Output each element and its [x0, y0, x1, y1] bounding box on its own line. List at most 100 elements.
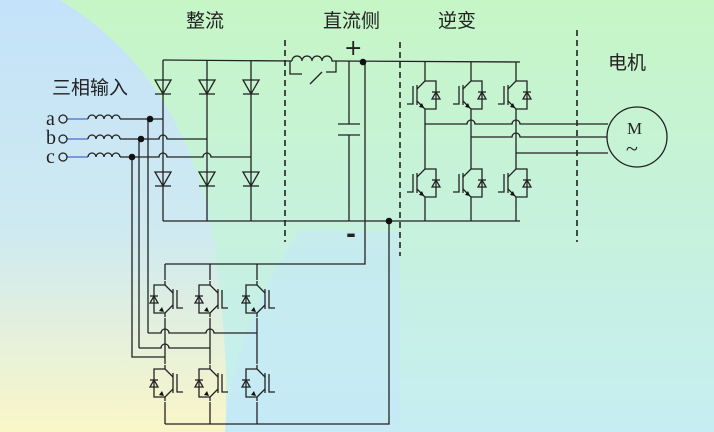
diode-triangle: [521, 90, 533, 100]
phase-line: [120, 134, 207, 140]
igbt-gate: [221, 290, 228, 309]
igbt-arrow: [204, 391, 209, 396]
igbt-icon: [407, 165, 442, 201]
label-minus: -: [346, 220, 356, 248]
motor-phase-v: [471, 132, 607, 138]
diode-triangle: [153, 171, 173, 188]
motor-ac-symbol: ~: [626, 136, 638, 161]
igbt-icon: [240, 281, 275, 317]
input-inductor: [87, 114, 121, 120]
diode-triangle: [148, 294, 160, 304]
igbt-diode-wire: [153, 284, 165, 314]
diode-triangle: [148, 378, 160, 388]
diode-icon: [197, 79, 217, 96]
igbt-gate: [453, 86, 460, 105]
label-phase-b: b: [46, 127, 56, 149]
igbt-icon: [453, 165, 488, 201]
diode-triangle: [241, 79, 261, 96]
igbt-gate: [176, 374, 183, 393]
diode-triangle: [476, 178, 488, 188]
igbt-diode-wire: [516, 168, 528, 198]
diode-triangle: [193, 378, 205, 388]
dc-inductor: [291, 55, 336, 62]
motor-phase-u: [425, 119, 608, 125]
igbt-arrow: [204, 307, 209, 312]
diode-triangle: [240, 294, 252, 304]
wires: [67, 55, 608, 425]
rectifier-top-rail: [162, 59, 293, 62]
diode-triangle: [240, 378, 252, 388]
label-rectifier: 整流: [186, 10, 224, 32]
phase-line: [120, 152, 251, 158]
dc-top-rail: [335, 60, 521, 63]
igbt-diode-wire: [516, 80, 528, 110]
igbt-icon: [407, 77, 442, 113]
label-inverter: 逆变: [438, 10, 476, 32]
igbt-icon: [453, 77, 488, 113]
igbt-gate: [407, 174, 414, 193]
diode-icon: [197, 171, 217, 188]
igbt-icon: [240, 365, 275, 401]
igbt-diode-wire: [245, 368, 257, 398]
igbt-arrow: [510, 103, 515, 108]
junction-dot: [385, 217, 393, 225]
igbt-arrow: [159, 391, 164, 396]
diode-triangle: [521, 178, 533, 188]
diode-triangle: [430, 178, 442, 188]
igbt-diode-wire: [425, 168, 437, 198]
igbt-diode-wire: [245, 284, 257, 314]
background-region: [0, 0, 227, 432]
diode-triangle: [241, 171, 261, 188]
igbt-icon: [498, 77, 533, 113]
junction-dot: [128, 153, 136, 161]
label-three-phase-input: 三相输入: [52, 77, 128, 99]
igbt-diode-wire: [153, 368, 165, 398]
lower-top-rail: [165, 62, 366, 265]
input-inductor: [87, 134, 121, 140]
igbt-gate: [176, 290, 183, 309]
igbt-icon: [193, 365, 228, 401]
igbt-diode-wire: [471, 168, 483, 198]
igbt-gate: [268, 374, 275, 393]
junction-dot: [137, 135, 145, 143]
motor-letter: M: [627, 119, 642, 138]
igbt-arrow: [510, 191, 515, 196]
igbt-gate: [498, 86, 505, 105]
input-inductor: [87, 152, 121, 158]
igbt-arrow: [419, 191, 424, 196]
igbt-gate: [498, 174, 505, 193]
diode-icon: [153, 171, 173, 188]
diode-triangle: [193, 294, 205, 304]
igbt-diode-wire: [425, 80, 437, 110]
igbt-gate: [407, 86, 414, 105]
diode-triangle: [430, 90, 442, 100]
igbt-diode-wire: [198, 368, 210, 398]
igbt-arrow: [159, 307, 164, 312]
igbt-icon: [148, 365, 183, 401]
diode-icon: [241, 79, 261, 96]
diode-triangle: [197, 79, 217, 96]
feed-a: [148, 328, 257, 334]
diode-triangle: [153, 79, 173, 96]
feed-c: [131, 157, 165, 358]
input-terminal-icon: [58, 134, 68, 144]
bypass-switch: [309, 71, 323, 85]
junction-dot: [359, 58, 367, 66]
label-phase-a: a: [46, 108, 55, 130]
igbt-icon: [193, 281, 228, 317]
igbt-icon: [498, 165, 533, 201]
igbt-arrow: [465, 191, 470, 196]
label-phase-c: c: [46, 146, 55, 168]
input-terminal-icon: [58, 114, 68, 124]
diode-triangle: [476, 90, 488, 100]
igbt-arrow: [465, 103, 470, 108]
igbt-gate: [453, 174, 460, 193]
igbt-gate: [268, 290, 275, 309]
lower-bottom-rail: [165, 221, 390, 425]
igbt-diode-wire: [198, 284, 210, 314]
diode-icon: [241, 171, 261, 188]
bypass-wire: [326, 61, 337, 73]
igbt-gate: [221, 374, 228, 393]
igbt-arrow: [251, 391, 256, 396]
label-motor: 电机: [608, 52, 646, 74]
